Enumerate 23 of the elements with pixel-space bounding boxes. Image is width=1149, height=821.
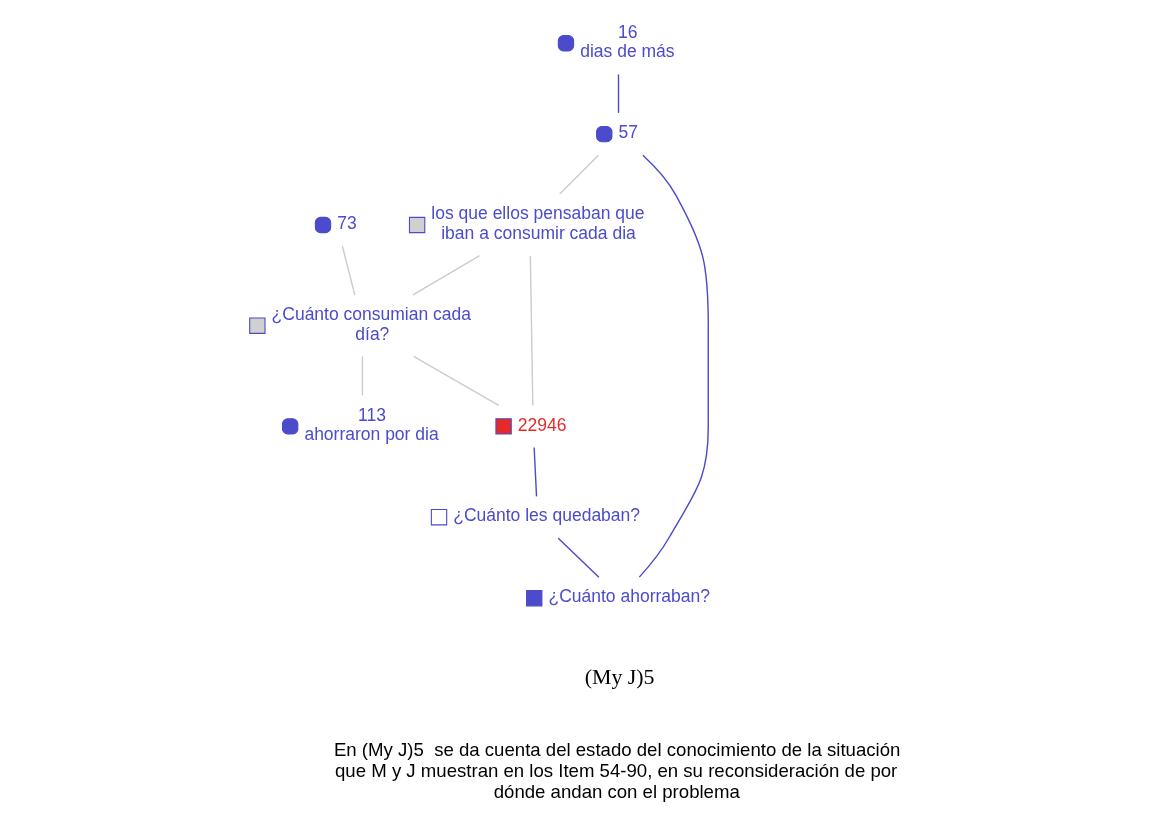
connector: [411, 254, 480, 296]
node-label: ¿Cuánto les quedaban?: [452, 505, 640, 526]
connector: [341, 245, 356, 296]
node-label: 16: [617, 21, 637, 42]
label: En (My J)5 se da cuenta del estado del conocimiento de la situación que M y J muestran en los Item 54-90, en su reconsideración de por dónde andan con el problema: [333, 739, 900, 803]
connector: [558, 154, 599, 195]
connector: [361, 355, 363, 397]
node-label: ahorraron por dia: [303, 424, 439, 445]
connector: [638, 154, 709, 578]
connector: [617, 73, 619, 114]
connector: [557, 537, 600, 578]
node-label: 73: [336, 213, 357, 234]
node-label: ¿Cuánto ahorraban?: [547, 586, 710, 607]
connector: [412, 355, 499, 407]
node-label: 113: [357, 404, 386, 425]
node-label: dias de más: [579, 41, 675, 62]
node-label: los que ellos pensaban que iban a consumir cada dia: [430, 203, 644, 243]
node-label: 57: [618, 122, 638, 143]
connector: [532, 446, 537, 498]
node-label: ¿Cuánto consumian cada día?: [271, 303, 471, 344]
node-label: 22946: [517, 414, 566, 435]
label: (My J)5: [584, 664, 655, 689]
connector: [529, 255, 533, 407]
